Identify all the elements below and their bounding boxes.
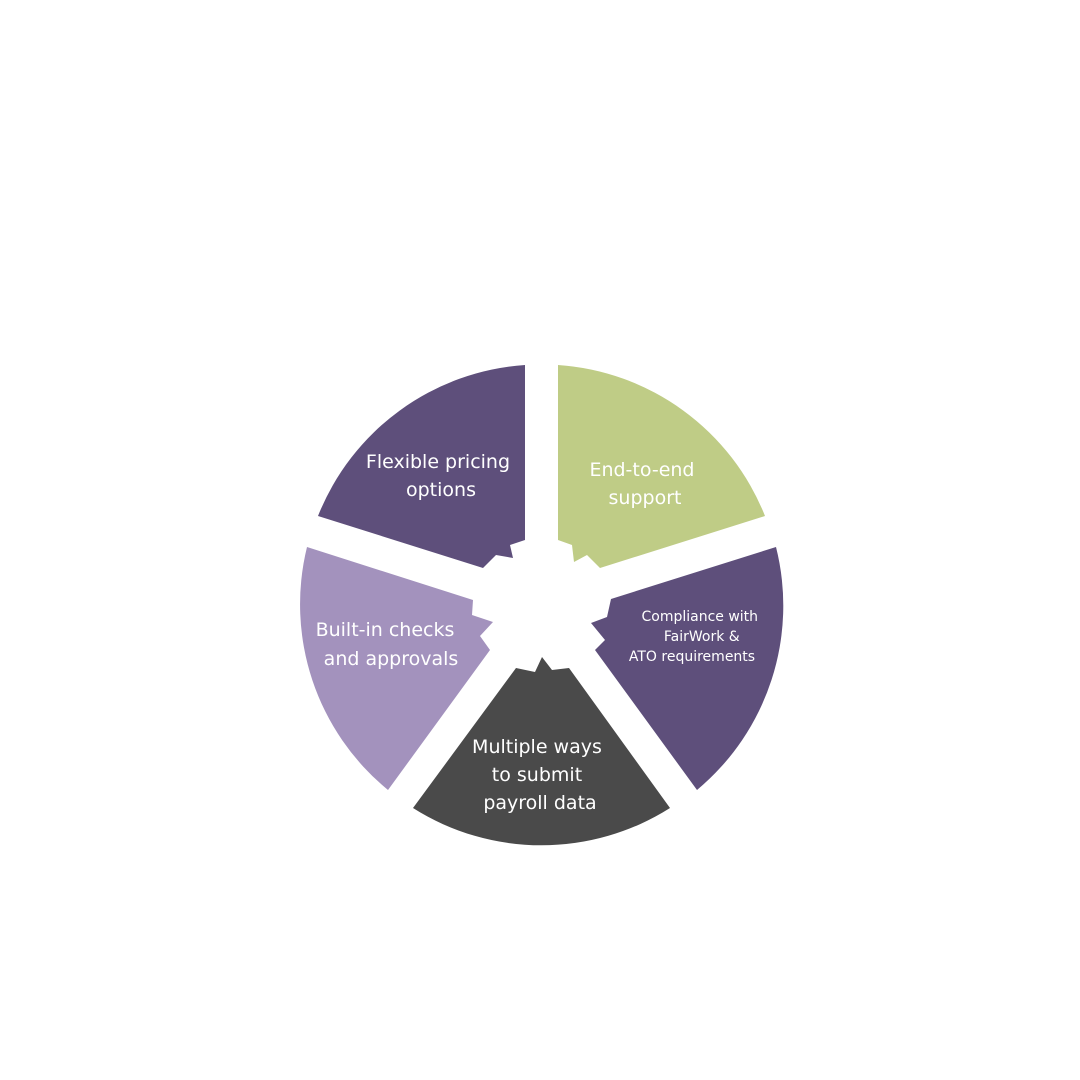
segment-flexible-pricing-label: Flexible pricing options	[366, 451, 516, 501]
segment-multiple-ways: Multiple ways to submit payroll data	[413, 657, 670, 846]
segment-multiple-ways-label: Multiple ways to submit payroll data	[472, 736, 608, 814]
segment-compliance-label: Compliance with FairWork & ATO requireme…	[629, 609, 763, 665]
segment-built-in-checks: Built-in checks and approvals	[300, 547, 493, 790]
segment-multiple-ways-shape	[413, 657, 670, 846]
segment-flexible-pricing: Flexible pricing options	[318, 365, 525, 568]
segment-end-to-end-support-shape	[558, 365, 765, 568]
segment-built-in-checks-shape	[300, 547, 493, 790]
segment-end-to-end-support: End-to-end support	[558, 365, 765, 568]
segment-compliance-shape	[591, 547, 784, 790]
segment-flexible-pricing-shape	[318, 365, 525, 568]
segment-end-to-end-support-label: End-to-end support	[589, 459, 700, 509]
segment-compliance: Compliance with FairWork & ATO requireme…	[591, 547, 784, 790]
segment-built-in-checks-label: Built-in checks and approvals	[316, 619, 461, 670]
